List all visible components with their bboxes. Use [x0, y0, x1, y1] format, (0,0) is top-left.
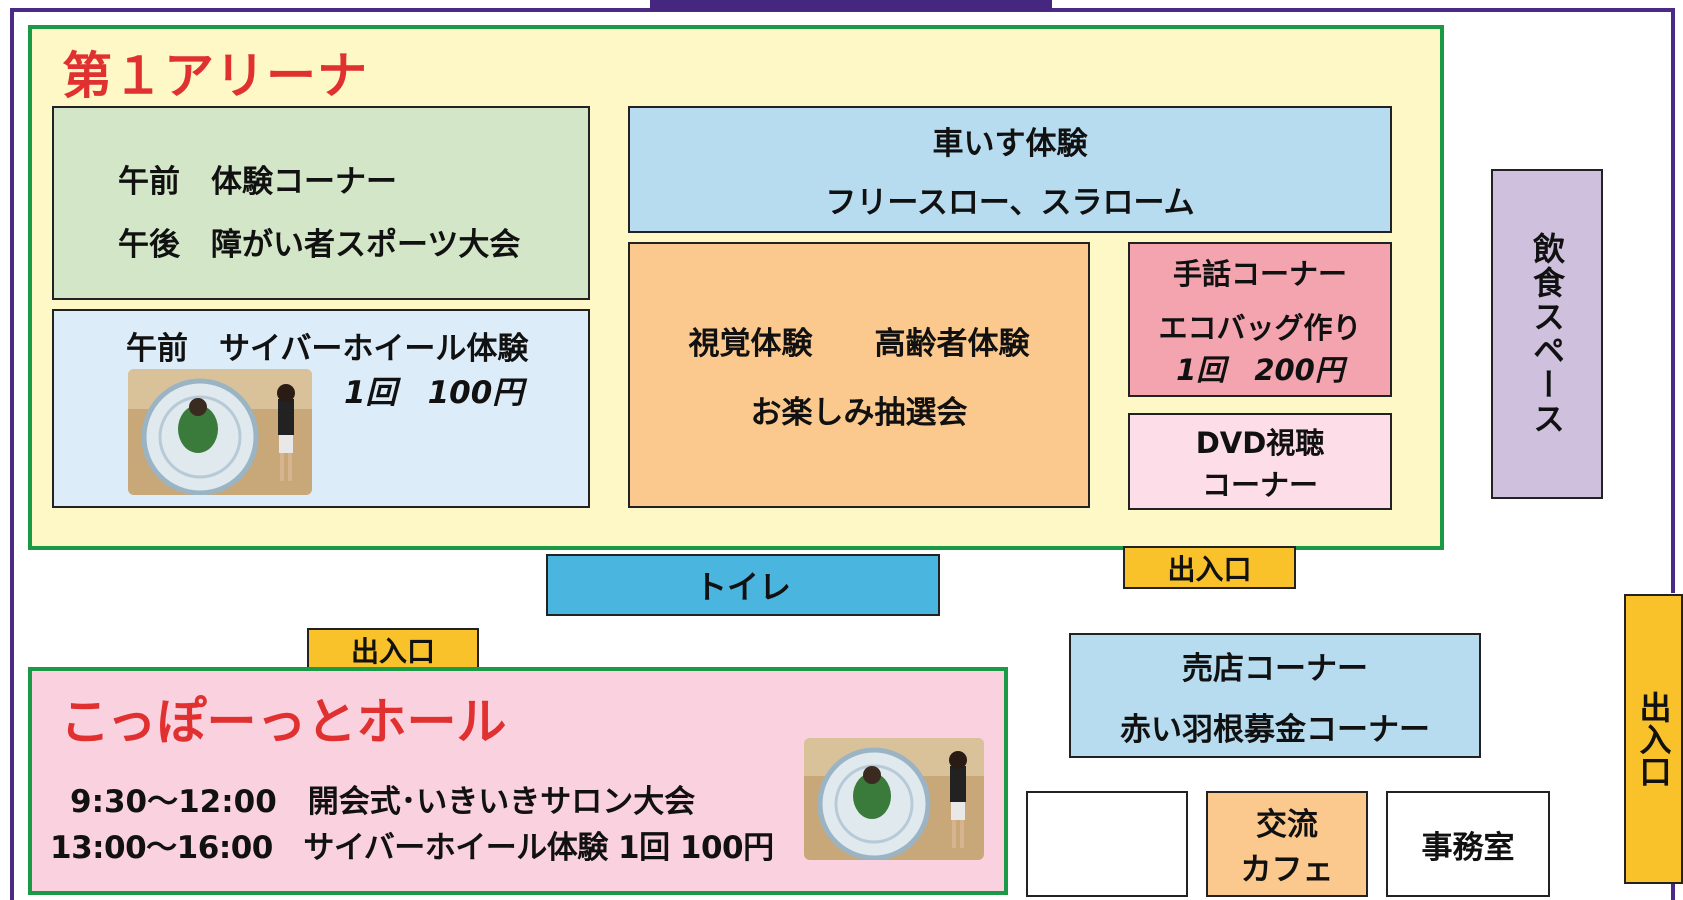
visual-elderly-box: 視覚体験 高齢者体験 お楽しみ抽選会: [628, 242, 1090, 508]
cafe-line1: 交流: [1256, 807, 1318, 843]
experience-corner-box: 午前 体験コーナー 午後 障がい者スポーツ大会: [52, 106, 590, 300]
arena-title: 第１アリーナ: [62, 47, 368, 105]
hall-entrance[interactable]: 出入口: [307, 628, 479, 671]
experience-line-am: 午前 体験コーナー: [118, 164, 397, 200]
dining-space: 飲食スペース: [1491, 169, 1603, 499]
wheelchair-box: 車いす体験 フリースロー、スラローム: [628, 106, 1392, 233]
outer-wall-left: [10, 8, 14, 900]
arena-entrance-label: 出入口: [1167, 552, 1252, 586]
donation-line: 赤い羽根募金コーナー: [1120, 711, 1430, 748]
cyber-wheel-photo-icon: [128, 369, 312, 495]
arena-entrance[interactable]: 出入口: [1123, 546, 1296, 589]
sign-language-box: 手話コーナー エコバッグ作り 1回 200円: [1128, 242, 1392, 397]
sign-language-line1: 手話コーナー: [1172, 256, 1347, 291]
hall-cyber-wheel-photo-icon: [804, 738, 984, 860]
office-box: 事務室: [1386, 791, 1550, 897]
wheelchair-line1: 車いす体験: [932, 125, 1088, 162]
shop-donation-box: 売店コーナー 赤い羽根募金コーナー: [1069, 633, 1481, 758]
toilet-label: トイレ: [694, 568, 791, 606]
experience-line-pm: 午後 障がい者スポーツ大会: [118, 227, 521, 263]
outer-wall-right-upper: [1671, 8, 1675, 593]
hall-schedule-afternoon: 13:00～16:00 サイバーホイール体験 1回 100円: [50, 830, 774, 866]
dvd-box: DVD視聴 コーナー: [1128, 413, 1392, 510]
sign-language-line2: エコバッグ作り: [1158, 310, 1362, 345]
cyber-wheel-box: 午前 サイバーホイール体験 1回 100円: [52, 309, 590, 508]
cafe-box: 交流 カフェ: [1206, 791, 1368, 897]
cafe-line2: カフェ: [1240, 852, 1334, 888]
shop-line: 売店コーナー: [1182, 650, 1368, 687]
toilet: トイレ: [546, 554, 940, 616]
visual-elderly-line: 視覚体験 高齢者体験: [688, 326, 1030, 362]
cyber-wheel-price: 1回 100円: [344, 375, 524, 411]
wheelchair-line2: フリースロー、スラローム: [825, 184, 1195, 221]
empty-room: [1026, 791, 1188, 897]
east-entrance[interactable]: 出入口: [1624, 594, 1683, 884]
dining-space-label: 飲食スペース: [1528, 232, 1566, 436]
cyber-wheel-line1: 午前 サイバーホイール体験: [126, 331, 529, 367]
hall-title: こっぽーっとホール: [60, 693, 507, 751]
office-label: 事務室: [1421, 829, 1515, 866]
hall-entrance-label: 出入口: [350, 634, 435, 668]
lottery-line: お楽しみ抽選会: [750, 395, 968, 431]
outer-wall-right-lower: [1671, 880, 1675, 900]
stage-block: [650, 0, 1052, 11]
dvd-line1: DVD視聴: [1195, 425, 1325, 460]
hall-schedule-morning: 9:30～12:00 開会式･いきいきサロン大会: [70, 784, 696, 820]
east-entrance-label: 出入口: [1634, 691, 1673, 787]
dvd-line2: コーナー: [1201, 467, 1318, 502]
sign-language-price: 1回 200円: [1176, 352, 1344, 387]
